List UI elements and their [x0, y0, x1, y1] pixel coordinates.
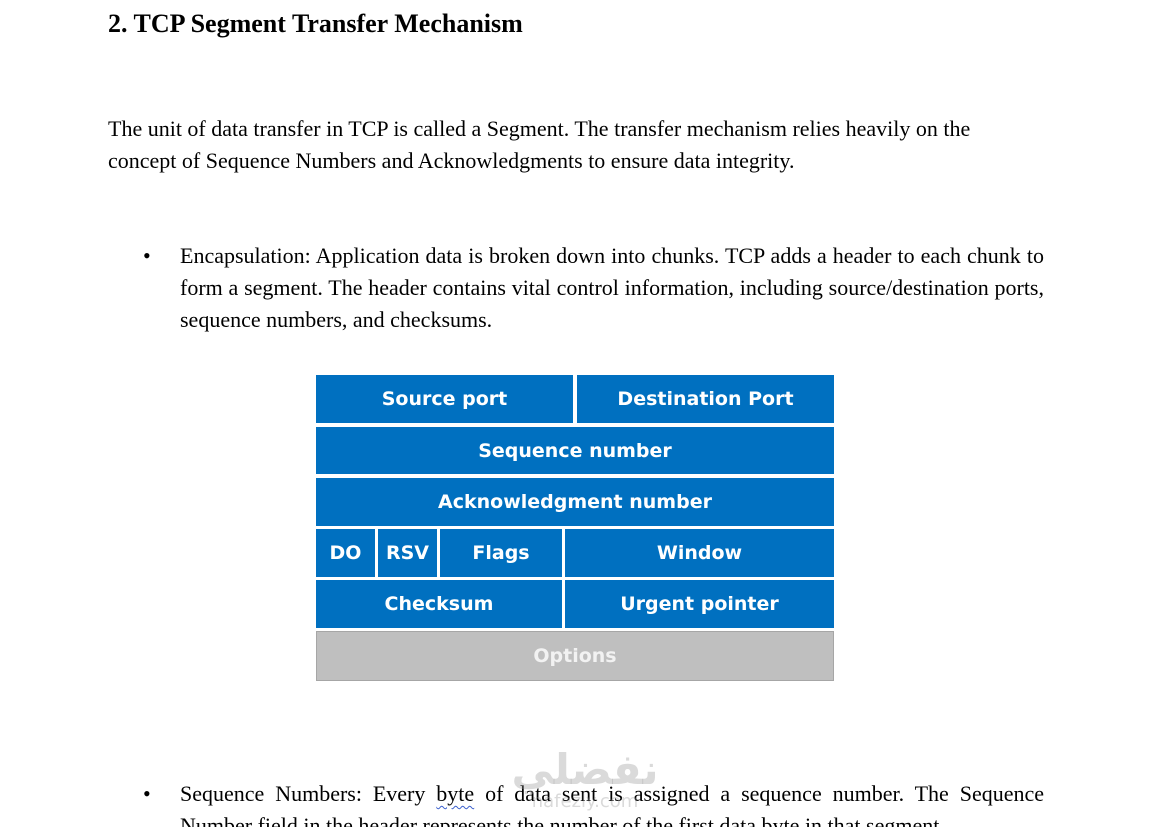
field-flags: Flags	[440, 529, 562, 577]
field-destination-port: Destination Port	[577, 375, 834, 423]
field-sequence-number: Sequence number	[316, 427, 834, 474]
field-window: Window	[565, 529, 834, 577]
bullet-text-start: Sequence Numbers: Every	[180, 781, 437, 806]
field-acknowledgment-number: Acknowledgment number	[316, 478, 834, 526]
section-heading: 2. TCP Segment Transfer Mechanism	[108, 9, 523, 38]
bullet-encapsulation: Encapsulation: Application data is broke…	[180, 243, 1044, 332]
field-urgent-pointer: Urgent pointer	[565, 580, 834, 628]
spellcheck-flagged-word[interactable]: byte	[436, 781, 475, 806]
field-source-port: Source port	[316, 375, 573, 423]
field-options: Options	[316, 631, 834, 681]
bullet-marker: •	[143, 243, 151, 268]
tcp-header-diagram: Source port Destination Port Sequence nu…	[315, 374, 835, 682]
intro-paragraph: The unit of data transfer in TCP is call…	[108, 116, 971, 173]
field-data-offset: DO	[316, 529, 375, 577]
bullet-marker: •	[143, 781, 151, 806]
field-checksum: Checksum	[316, 580, 562, 628]
bullet-sequence-numbers: Sequence Numbers: Every byte of data sen…	[180, 778, 1044, 827]
bullet-text-end: of data sent is assigned a sequence numb…	[180, 781, 1044, 827]
field-reserved: RSV	[378, 529, 437, 577]
